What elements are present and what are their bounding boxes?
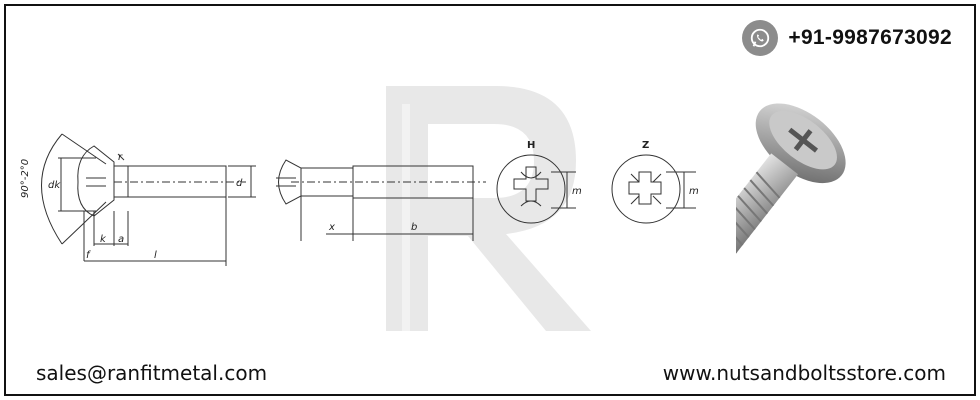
- dim-x: x: [328, 222, 335, 233]
- dim-a: a: [118, 234, 124, 245]
- recess-z-circle: [611, 154, 681, 224]
- dim-k: k: [100, 234, 107, 245]
- banner-frame: +91-9987673092: [4, 4, 976, 396]
- recess-h-circle: [496, 154, 566, 224]
- dim-m-z: m: [689, 186, 699, 197]
- whatsapp-icon: [742, 20, 779, 56]
- recess-z-label: Z: [642, 140, 649, 151]
- dim-d: d: [236, 178, 243, 189]
- email-address[interactable]: sales@ranfitmetal.com: [36, 361, 268, 385]
- r-logo-watermark: [386, 86, 591, 331]
- website-link[interactable]: www.nutsandboltsstore.com: [662, 361, 946, 385]
- dim-l: l: [154, 250, 157, 261]
- screw-head-left: [77, 145, 115, 217]
- dim-r: r: [118, 152, 123, 163]
- phone-contact[interactable]: +91-9987673092: [742, 20, 952, 56]
- dim-b: b: [411, 222, 417, 233]
- dim-f: f: [86, 250, 91, 261]
- recess-h-label: H: [527, 140, 535, 151]
- screw-image: [736, 103, 846, 291]
- dim-m-h: m: [572, 186, 582, 197]
- phone-number[interactable]: +91-9987673092: [788, 26, 952, 49]
- dim-dk: dk: [48, 180, 61, 191]
- angle-label: 90°-2°0: [20, 159, 31, 198]
- screw-head-middle: [278, 159, 302, 205]
- technical-drawing: 90°-2°0 dk d k a f l r x b m m H Z: [20, 133, 699, 266]
